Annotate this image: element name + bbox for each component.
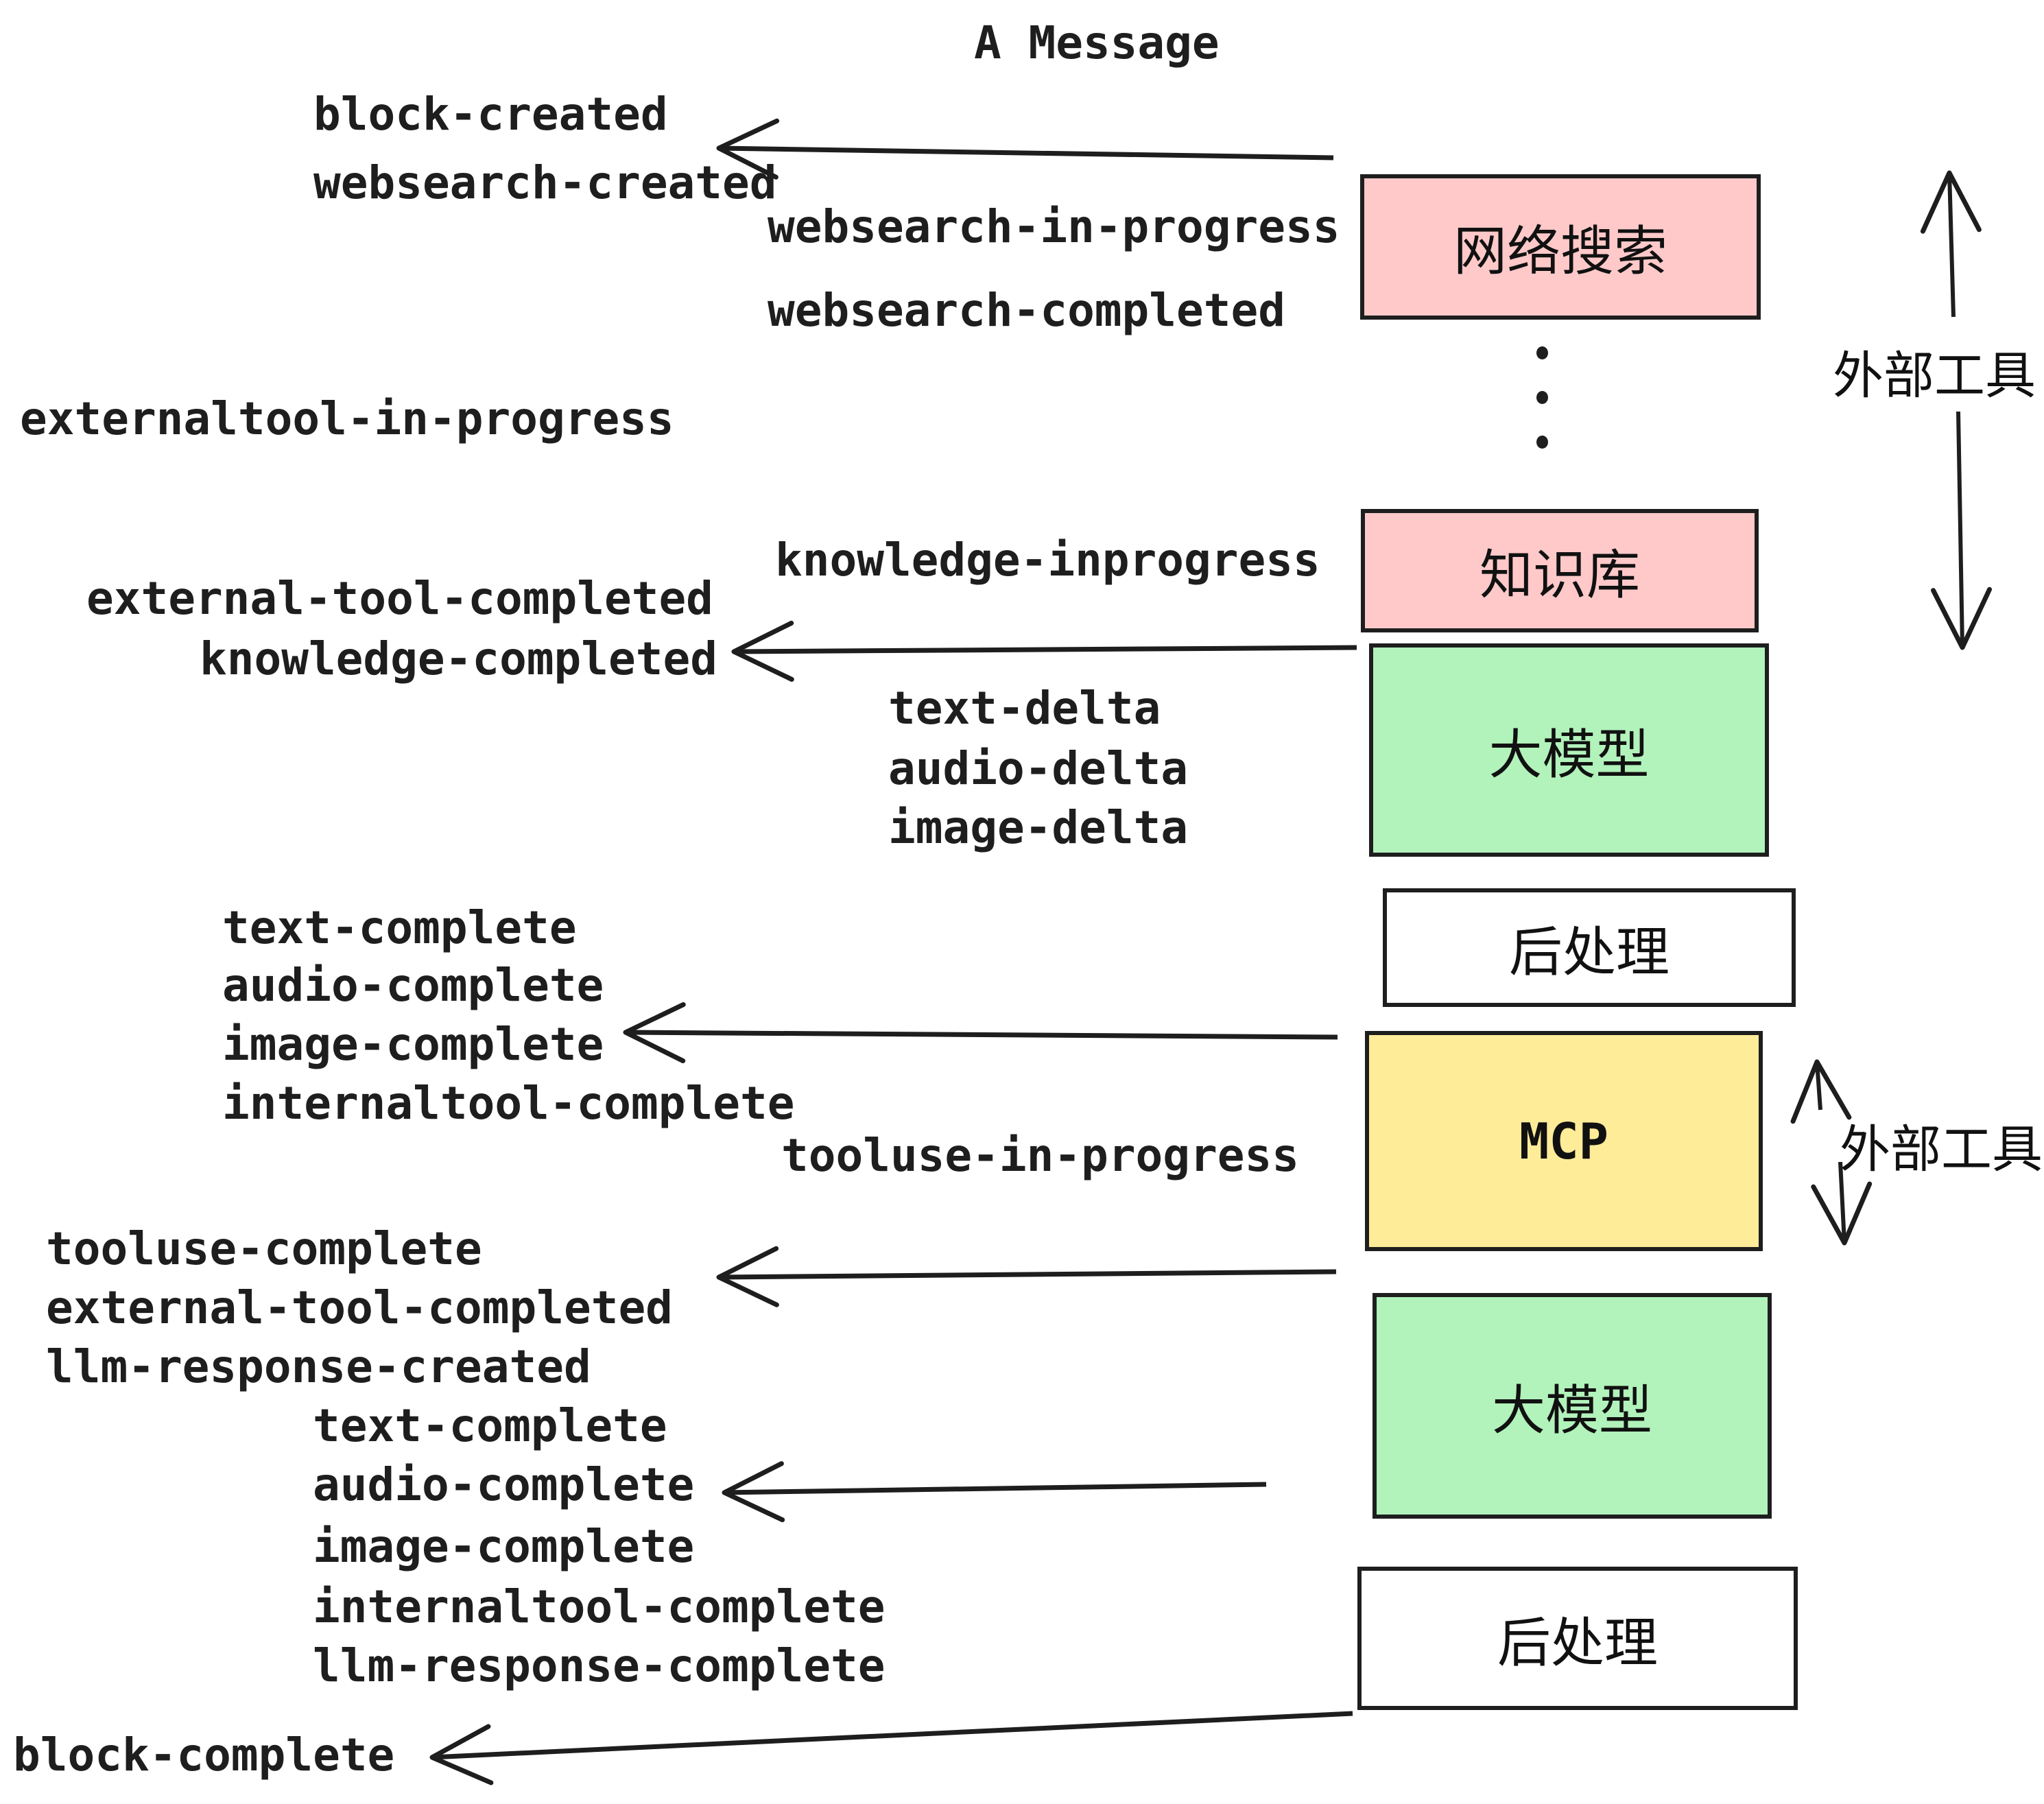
external-tools-range-down-arrow-1 [1931,411,1993,650]
arrow-to-audio-complete [722,1461,1267,1523]
event-tooluse-complete: tooluse-complete [46,1222,482,1275]
event-block-created: block-created [313,88,668,141]
box-postprocess-2-label: 后处理 [1497,1612,1658,1673]
external-tools-range-up-arrow-1 [1920,170,1982,318]
ellipsis-dot [1536,436,1548,449]
box-llm-1: 大模型 [1369,643,1769,857]
box-websearch-label: 网络搜索 [1453,221,1667,281]
event-external-tool-completed-1: external-tool-completed [86,572,713,625]
event-websearch-created: websearch-created [313,156,777,209]
event-knowledge-inprogress: knowledge-inprogress [775,534,1320,586]
box-llm-1-label: 大模型 [1488,724,1650,785]
box-postprocess-1: 后处理 [1383,888,1796,1007]
event-internaltool-complete-1: internaltool-complete [222,1077,795,1130]
box-knowledge-base-label: 知识库 [1479,545,1640,605]
event-audio-delta-1: audio-delta [888,742,1189,795]
box-llm-2-label: 大模型 [1491,1379,1652,1440]
box-postprocess-1-label: 后处理 [1508,921,1669,982]
event-llm-response-complete: llm-response-complete [313,1639,886,1692]
event-image-complete-2: image-complete [313,1520,695,1573]
ellipsis-dot [1536,346,1548,359]
box-mcp: MCP [1365,1031,1763,1251]
event-block-complete: block-complete [13,1729,395,1781]
event-tooluse-in-progress: tooluse-in-progress [781,1129,1299,1182]
event-websearch-in-progress: websearch-in-progress [768,200,1340,253]
event-websearch-completed: websearch-completed [768,284,1285,337]
arrow-to-block-created [716,118,1334,180]
event-externaltool-in-progress: externaltool-in-progress [20,392,674,445]
external-tools-range-up-arrow-2 [1790,1059,1852,1124]
event-external-tool-completed-2: external-tool-completed [46,1281,673,1334]
event-audio-complete-2: audio-complete [313,1458,695,1511]
external-tools-label-mcp: 外部工具 [1840,1121,2043,1178]
box-postprocess-2: 后处理 [1357,1567,1798,1710]
box-websearch: 网络搜索 [1360,174,1761,320]
diagram-title: A Message [974,16,1220,69]
arrow-to-block-complete [429,1711,1353,1785]
event-image-complete-1: image-complete [222,1018,604,1071]
box-llm-2: 大模型 [1372,1293,1772,1519]
box-knowledge-base: 知识库 [1361,509,1759,632]
event-knowledge-completed: knowledge-completed [200,632,717,685]
external-tools-label-top: 外部工具 [1833,347,2036,404]
arrow-to-tooluse-complete [716,1246,1337,1307]
arrow-to-knowledge-completed [731,620,1357,682]
box-mcp-label: MCP [1519,1112,1609,1170]
event-text-delta-1: text-delta [888,682,1161,735]
arrow-to-image-complete [623,1002,1338,1064]
event-text-complete-2: text-complete [313,1399,667,1452]
event-audio-complete-1: audio-complete [222,959,604,1012]
vertical-ellipsis [1536,346,1548,449]
event-text-complete-1: text-complete [222,901,577,954]
event-internaltool-complete-2: internaltool-complete [313,1580,886,1633]
event-image-delta-1: image-delta [888,801,1189,854]
ellipsis-dot [1536,391,1548,404]
event-llm-response-created: llm-response-created [46,1340,591,1393]
